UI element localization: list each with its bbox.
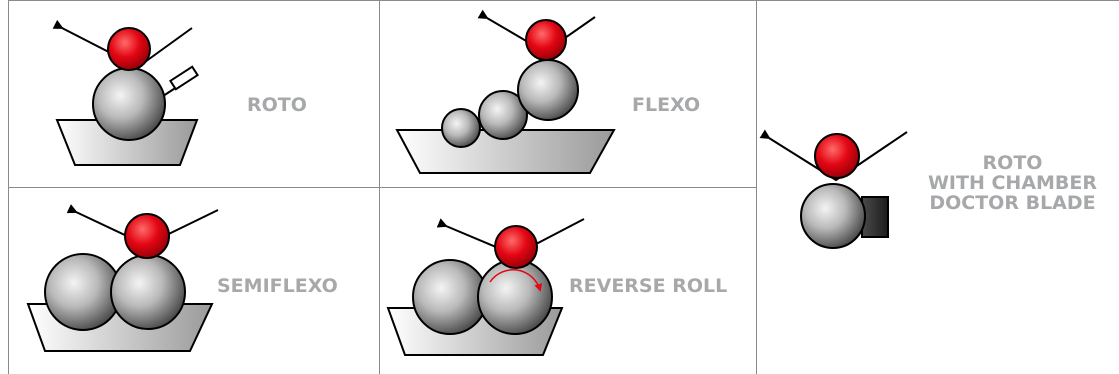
panel-roto-chamber — [759, 129, 908, 249]
panel-roto — [52, 19, 200, 166]
label-roto-chamber-line1: ROTO — [982, 152, 1043, 174]
plate-roller — [517, 59, 579, 121]
transfer-roller — [110, 254, 186, 330]
gravure-roller — [92, 67, 166, 141]
gravure-roller — [800, 183, 866, 249]
label-flexo: FLEXO — [632, 94, 701, 116]
impression-roller — [107, 27, 151, 71]
label-roto-chamber-line3: DOCTOR BLADE — [929, 192, 1096, 214]
label-reverse-roll: REVERSE ROLL — [569, 275, 728, 297]
label-roto-chamber-line2: WITH CHAMBER — [927, 172, 1098, 194]
impression-roller — [494, 225, 538, 269]
reverse-rotation-arrow — [489, 269, 543, 292]
panel-semiflexo — [26, 204, 219, 352]
web-path — [759, 129, 908, 182]
applicator-roller — [477, 259, 553, 335]
label-roto-chamber: ROTO WITH CHAMBER DOCTOR BLADE — [910, 153, 1115, 213]
fountain-roller — [441, 108, 481, 148]
label-semiflexo: SEMIFLEXO — [217, 275, 338, 297]
doctor-blade-icon — [159, 65, 200, 99]
anilox-roller — [478, 90, 528, 140]
label-roto: ROTO — [247, 94, 307, 116]
impression-roller — [525, 19, 567, 61]
grid-lines — [8, 0, 1119, 374]
panel-reverse-roll — [386, 218, 585, 356]
pickup-roller — [412, 259, 488, 335]
panel-flexo — [395, 9, 616, 174]
impression-roller — [814, 133, 860, 179]
pickup-roller — [44, 253, 122, 331]
impression-roller — [124, 213, 170, 259]
